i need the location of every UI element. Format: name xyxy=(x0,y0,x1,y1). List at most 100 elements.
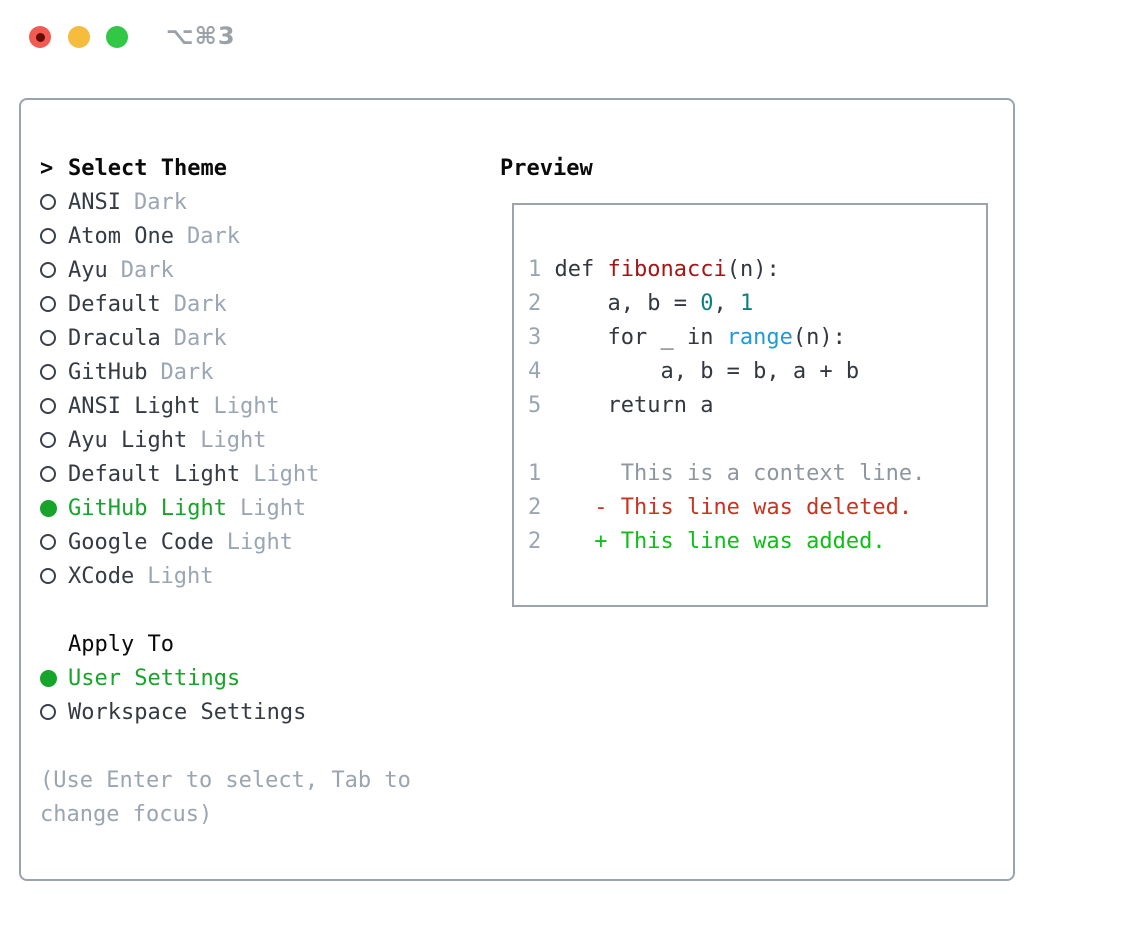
code-token: (n): xyxy=(726,257,780,282)
function-token: fibonacci xyxy=(607,257,727,282)
theme-name: GitHub xyxy=(68,359,148,385)
theme-name: Dracula xyxy=(68,325,161,351)
radio-icon xyxy=(40,466,68,482)
added-text: + This line was added. xyxy=(594,529,886,554)
line-number: 5 xyxy=(528,393,542,418)
radio-icon xyxy=(40,228,68,244)
zoom-button[interactable] xyxy=(106,26,128,48)
line-number: 2 xyxy=(528,495,542,520)
keyboard-hint-line-1: (Use Enter to select, Tab to xyxy=(40,767,411,793)
theme-option-github-dark[interactable]: GitHub Dark xyxy=(40,355,411,389)
theme-option-dracula-dark[interactable]: Dracula Dark xyxy=(40,321,411,355)
code-token: def xyxy=(541,257,608,282)
select-theme-title: Select Theme xyxy=(68,155,227,181)
theme-option-ayu-dark[interactable]: Ayu Dark xyxy=(40,253,411,287)
theme-variant-tag: Dark xyxy=(173,325,227,351)
theme-option-default-light[interactable]: Default Light Light xyxy=(40,457,411,491)
theme-variant-tag: Dark xyxy=(173,291,227,317)
theme-option-ayu-light[interactable]: Ayu Light Light xyxy=(40,423,411,457)
code-line: 4 a, b = b, a + b xyxy=(528,355,925,389)
theme-variant-tag: Light xyxy=(213,393,280,419)
radio-selected-icon xyxy=(40,669,68,687)
theme-variant-tag: Light xyxy=(200,427,267,453)
radio-icon xyxy=(40,398,68,414)
line-number: 2 xyxy=(528,291,542,316)
blank-line xyxy=(528,423,925,457)
window-title: ⌥⌘3 xyxy=(166,22,236,50)
code-token xyxy=(541,495,594,520)
radio-icon xyxy=(40,364,68,380)
theme-name: Google Code xyxy=(68,529,214,555)
theme-list: > Select Theme ANSI Dark Atom One Dark A… xyxy=(40,151,411,831)
apply-option-label: User Settings xyxy=(68,665,241,691)
apply-to-title: Apply To xyxy=(68,631,174,657)
theme-option-ansi-light[interactable]: ANSI Light Light xyxy=(40,389,411,423)
close-button[interactable] xyxy=(29,26,51,48)
theme-variant-tag: Dark xyxy=(133,189,187,215)
theme-variant-tag: Light xyxy=(226,529,293,555)
radio-icon xyxy=(40,704,68,720)
code-token: (n): xyxy=(792,325,846,350)
code-token: a, b = b, a + b xyxy=(541,359,860,384)
theme-variant-tag: Dark xyxy=(186,223,240,249)
radio-icon xyxy=(40,534,68,550)
radio-icon xyxy=(40,330,68,346)
theme-option-google-code-light[interactable]: Google Code Light xyxy=(40,525,411,559)
code-line: 2 a, b = 0, 1 xyxy=(528,287,925,321)
code-line: 1 def fibonacci(n): xyxy=(528,253,925,287)
apply-option-workspace-settings[interactable]: Workspace Settings xyxy=(40,695,411,729)
theme-variant-tag: Light xyxy=(147,563,214,589)
radio-icon xyxy=(40,262,68,278)
context-text: This is a context line. xyxy=(541,461,926,486)
code-line: 5 return a xyxy=(528,389,925,423)
preview-box: 1 def fibonacci(n): 2 a, b = 0, 1 3 for … xyxy=(512,203,988,607)
theme-variant-tag: Dark xyxy=(160,359,214,385)
spacer xyxy=(40,729,411,763)
select-theme-header: > Select Theme xyxy=(40,151,411,185)
code-token xyxy=(541,529,594,554)
code-preview: 1 def fibonacci(n): 2 a, b = 0, 1 3 for … xyxy=(528,253,925,559)
close-dot-icon xyxy=(35,32,45,42)
code-token: return a xyxy=(541,393,714,418)
prompt-icon: > xyxy=(40,155,54,181)
minimize-button[interactable] xyxy=(68,26,90,48)
radio-icon xyxy=(40,296,68,312)
title-bar: ⌥⌘3 xyxy=(0,0,1140,74)
theme-name: Ayu Light xyxy=(68,427,188,453)
theme-option-xcode-light[interactable]: XCode Light xyxy=(40,559,411,593)
theme-name: Ayu xyxy=(68,257,108,283)
theme-variant-tag: Light xyxy=(239,495,307,521)
radio-selected-icon xyxy=(40,499,68,517)
code-token: a, b = xyxy=(541,291,701,316)
theme-name: ANSI xyxy=(68,189,121,215)
keyboard-hint-line-2: change focus) xyxy=(40,801,213,827)
line-number: 3 xyxy=(528,325,542,350)
theme-name: Default Light xyxy=(68,461,241,487)
theme-option-ansi-dark[interactable]: ANSI Dark xyxy=(40,185,411,219)
theme-name: XCode xyxy=(68,563,135,589)
line-number: 1 xyxy=(528,461,542,486)
theme-option-default-dark[interactable]: Default Dark xyxy=(40,287,411,321)
number-token: 0 xyxy=(700,291,714,316)
theme-variant-tag: Dark xyxy=(120,257,174,283)
code-line: 3 for _ in range(n): xyxy=(528,321,925,355)
apply-option-user-settings[interactable]: User Settings xyxy=(40,661,411,695)
theme-name: GitHub Light xyxy=(68,495,227,521)
theme-option-github-light[interactable]: GitHub Light Light xyxy=(40,491,411,525)
line-number: 4 xyxy=(528,359,542,384)
theme-option-atom-one-dark[interactable]: Atom One Dark xyxy=(40,219,411,253)
diff-context-line: 1 This is a context line. xyxy=(528,457,925,491)
code-token: for _ in xyxy=(541,325,727,350)
code-token: , xyxy=(713,291,740,316)
deleted-text: - This line was deleted. xyxy=(594,495,913,520)
diff-added-line: 2 + This line was added. xyxy=(528,525,925,559)
preview-title: Preview xyxy=(500,155,593,181)
number-token: 1 xyxy=(739,291,754,316)
radio-icon xyxy=(40,568,68,584)
builtin-token: range xyxy=(726,325,793,350)
line-number: 1 xyxy=(528,257,542,282)
radio-icon xyxy=(40,432,68,448)
theme-name: Default xyxy=(68,291,161,317)
theme-picker-panel: > Select Theme ANSI Dark Atom One Dark A… xyxy=(19,98,1015,881)
